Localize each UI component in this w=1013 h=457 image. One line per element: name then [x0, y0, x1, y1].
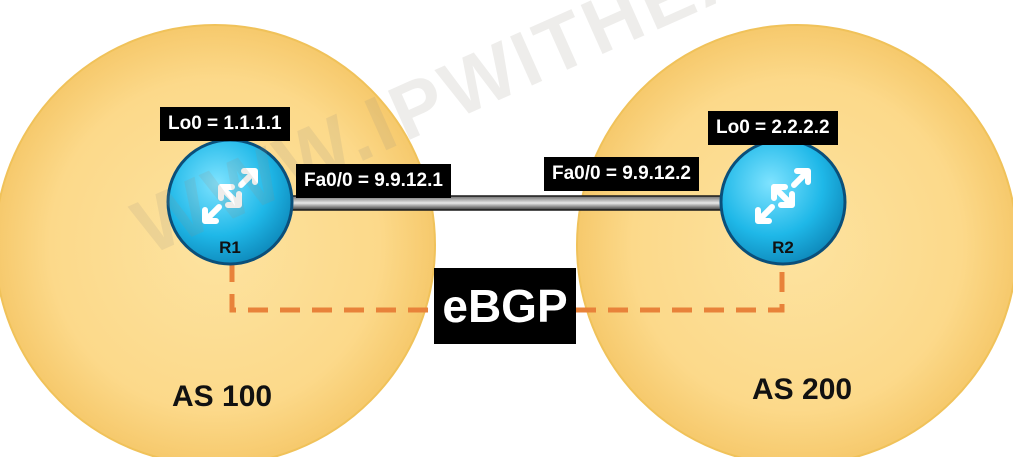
ebgp-session-line [576, 262, 785, 313]
ebgp-session-line [229, 262, 434, 313]
physical-link [285, 196, 730, 210]
r2-interface-label: Fa0/0 = 9.9.12.2 [544, 157, 699, 191]
as-200-label: AS 200 [752, 373, 853, 406]
r2-name: R2 [772, 238, 794, 257]
r1-name: R1 [219, 238, 241, 257]
r1-loopback-label: Lo0 = 1.1.1.1 [160, 107, 290, 141]
as-100-label: AS 100 [172, 380, 273, 413]
r2-loopback-label: Lo0 = 2.2.2.2 [708, 111, 838, 145]
ebgp-label: eBGP [434, 268, 576, 344]
r1-interface-label: Fa0/0 = 9.9.12.1 [296, 164, 451, 198]
